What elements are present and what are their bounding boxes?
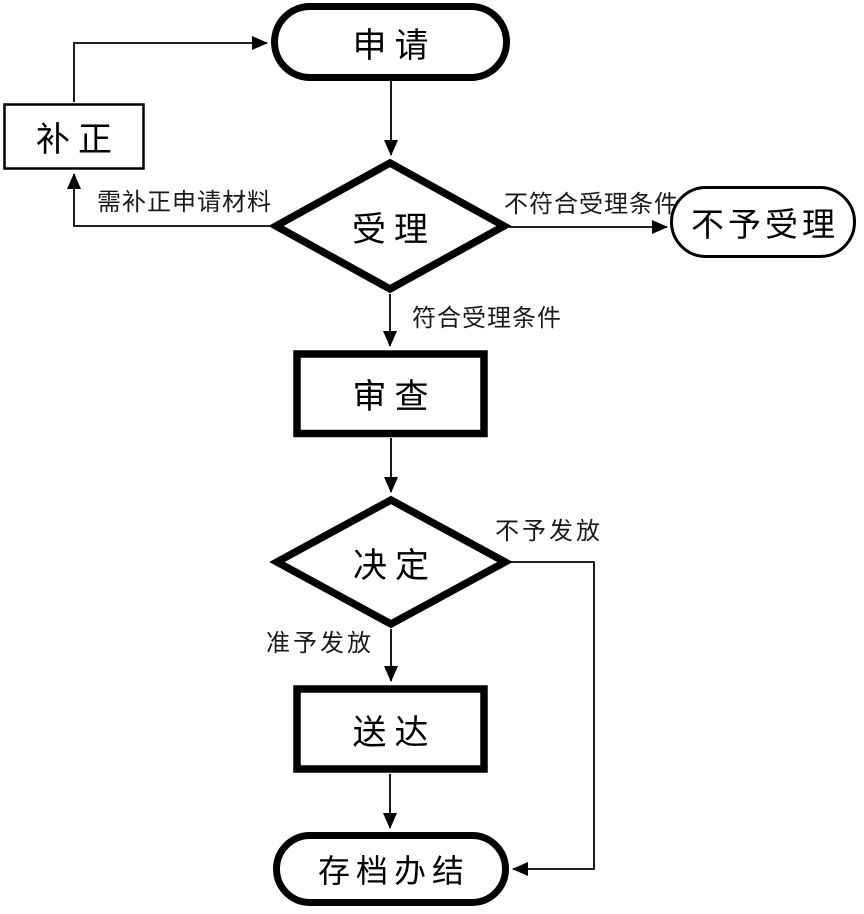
edge-correction-to-apply bbox=[73, 36, 268, 102]
node-decision-shape bbox=[269, 495, 513, 629]
node-apply-shape bbox=[271, 3, 510, 81]
edge-decision-to-archive bbox=[506, 561, 595, 876]
node-archive-shape bbox=[273, 832, 509, 906]
edge-accept-to-correction bbox=[67, 173, 272, 227]
node-not-accepted-shape bbox=[670, 186, 856, 258]
node-review-shape bbox=[293, 350, 488, 438]
node-deliver-shape bbox=[293, 685, 488, 773]
node-accept-shape bbox=[268, 158, 512, 294]
node-correction-shape bbox=[3, 103, 145, 170]
